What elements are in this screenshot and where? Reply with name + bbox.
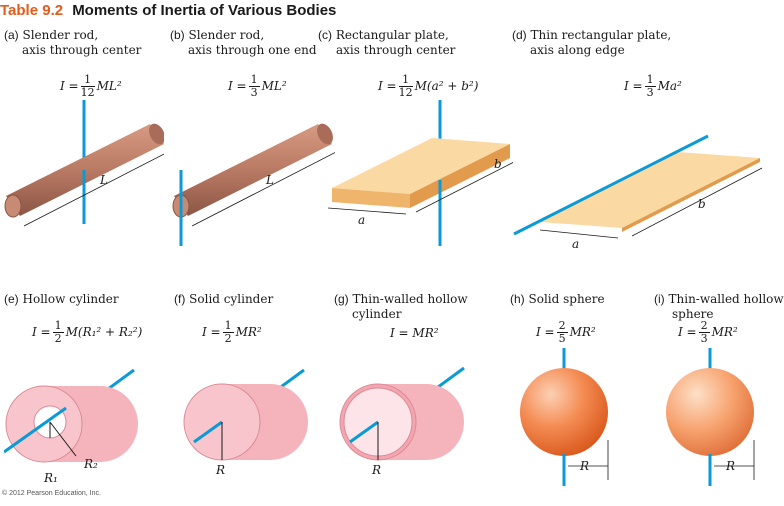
length-dimension [23, 153, 164, 227]
sphere-diagram: R [520, 348, 609, 486]
caption-line1: Slender rod, [22, 28, 99, 42]
rod-diagram: L [4, 100, 164, 227]
length-label: b [698, 197, 706, 211]
caption-line1: Solid sphere [528, 292, 605, 306]
cylinder-diagram: R [339, 366, 465, 477]
panel-tag: (g) [334, 292, 349, 306]
panel-slender-rod-center: (a) Slender rod, axis through center I =… [4, 28, 164, 278]
panel-caption: (c) Rectangular plate, axis through cent… [318, 28, 455, 58]
outer-radius-label: R₂ [83, 457, 98, 471]
plate-diagram: a b [327, 100, 513, 246]
caption-line1: Hollow cylinder [22, 292, 119, 306]
panel-caption: (g) Thin-walled hollow cylinder [334, 292, 468, 322]
rotation-axis [349, 420, 379, 444]
caption-line1: Thin-walled hollow [668, 292, 784, 306]
rod-diagram: L [172, 123, 335, 246]
width-dimension [539, 229, 619, 239]
sphere-body [520, 368, 608, 456]
panel-tag: (i) [654, 292, 665, 306]
caption-line2: sphere [672, 307, 714, 321]
rotation-axis [4, 406, 67, 454]
length-label: L [99, 173, 108, 187]
length-dimension [631, 167, 763, 237]
panel-slender-rod-end: (b) Slender rod, axis through one end I … [170, 28, 335, 278]
caption-line2: axis through center [22, 43, 142, 57]
panel-caption: (h) Solid sphere [510, 292, 605, 307]
plate-top [540, 152, 760, 228]
caption-line1: Thin-walled hollow [352, 292, 468, 306]
width-dimension [327, 207, 407, 215]
radius-label: R [579, 459, 589, 473]
cylinder-diagram: R₁ R₂ [4, 368, 138, 485]
length-label: L [265, 173, 274, 187]
panel-tag: (b) [170, 28, 185, 42]
panel-caption: (i) Thin-walled hollow sphere [654, 292, 784, 322]
caption-line1: Solid cylinder [189, 292, 274, 306]
table-title: Moments of Inertia of Various Bodies [72, 2, 337, 19]
width-label: a [358, 213, 365, 227]
caption-line1: Thin rectangular plate, [530, 28, 672, 42]
moment-formula: I = MR² [390, 326, 439, 340]
plate-top [332, 138, 510, 194]
rotation-axis [193, 420, 223, 444]
width-label: a [572, 237, 579, 250]
radius-label: R [371, 463, 381, 477]
table-number: Table 9.2 [0, 2, 64, 19]
radius-label: R [725, 459, 735, 473]
panel-tag: (c) [318, 28, 332, 42]
panel-rectangular-plate-center: (c) Rectangular plate, axis through cent… [318, 28, 513, 278]
inner-radius-label: R₁ [43, 471, 58, 485]
caption-line2: cylinder [352, 307, 402, 321]
length-dimension [191, 152, 335, 227]
cylinder-diagram: R [183, 368, 308, 477]
rod-body [174, 124, 332, 216]
rod-end [4, 194, 22, 218]
panel-caption: (b) Slender rod, axis through one end [170, 28, 317, 58]
panel-tag: (d) [512, 28, 527, 42]
table-header: Table 9.2 Moments of Inertia of Various … [0, 0, 336, 22]
copyright-notice: © 2012 Pearson Education, Inc. [2, 490, 101, 497]
radius-label: R [215, 463, 225, 477]
length-label: b [494, 157, 502, 171]
sphere-shell [666, 368, 754, 456]
panel-tag: (h) [510, 292, 525, 306]
caption-line1: Rectangular plate, [335, 28, 449, 42]
panel-thin-walled-cylinder: (g) Thin-walled hollow cylinder I = MR² … [334, 292, 484, 488]
panel-caption: (e) Hollow cylinder [4, 292, 119, 307]
panel-caption: (f) Solid cylinder [174, 292, 273, 307]
rotation-axis [513, 134, 709, 236]
sphere-diagram: R [666, 348, 755, 486]
caption-line2: axis along edge [530, 43, 625, 57]
caption-line2: axis through center [336, 43, 456, 57]
panel-tag: (e) [4, 292, 19, 306]
panel-caption: (a) Slender rod, axis through center [4, 28, 141, 58]
plate-diagram: a b [513, 134, 763, 250]
caption-line1: Slender rod, [188, 28, 265, 42]
length-dimension [415, 162, 513, 213]
panel-tag: (f) [174, 292, 186, 306]
panel-tag: (a) [4, 28, 19, 42]
caption-line2: axis through one end [188, 43, 317, 57]
panel-caption: (d) Thin rectangular plate, axis along e… [512, 28, 671, 58]
panel-thin-plate-edge: (d) Thin rectangular plate, axis along e… [512, 28, 774, 278]
